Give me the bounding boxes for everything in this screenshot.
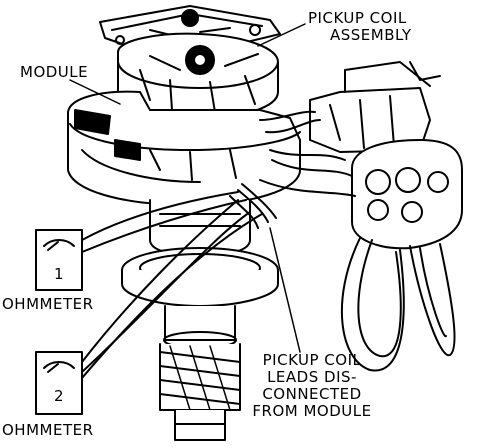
leads-disconnected-line-3: CONNECTED (262, 385, 362, 403)
ohmmeter-1-number: 1 (54, 265, 65, 283)
connector-block (309, 61, 441, 153)
ohmmeter-2-number: 2 (54, 387, 65, 405)
leads-disconnected-label: PICKUP COIL LEADS DIS- CONNECTED FROM MO… (244, 352, 380, 420)
leads-disconnected-line-1: PICKUP COIL (262, 351, 362, 369)
connector-plug (351, 139, 463, 250)
leader-lines (69, 23, 306, 353)
module-housing (67, 90, 301, 206)
harness-wires (259, 110, 356, 197)
pickup-coil-assembly-line-2: ASSEMBLY (330, 26, 412, 44)
leads-disconnected-line-2: LEADS DIS- (267, 368, 357, 386)
pickup-coil-assembly-line-1: PICKUP COIL (308, 9, 407, 27)
ohmmeter-2-label: OHMMETER (2, 421, 94, 439)
leads-disconnected-line-4: FROM MODULE (252, 402, 372, 420)
pickup-coil-assembly-label: PICKUP COIL ASSEMBLY (308, 10, 412, 44)
ohmmeter-1-label: OHMMETER (2, 295, 94, 313)
ohmmeter-1-body (35, 229, 83, 291)
wire-loops (340, 237, 456, 372)
module-label: MODULE (20, 63, 89, 81)
ohmmeter-2-leads (81, 199, 263, 379)
shaft-housing (121, 199, 279, 349)
drive-gear (159, 343, 241, 441)
ohmmeter-2-body (35, 351, 83, 415)
ohmmeter-1-leads (81, 191, 247, 253)
